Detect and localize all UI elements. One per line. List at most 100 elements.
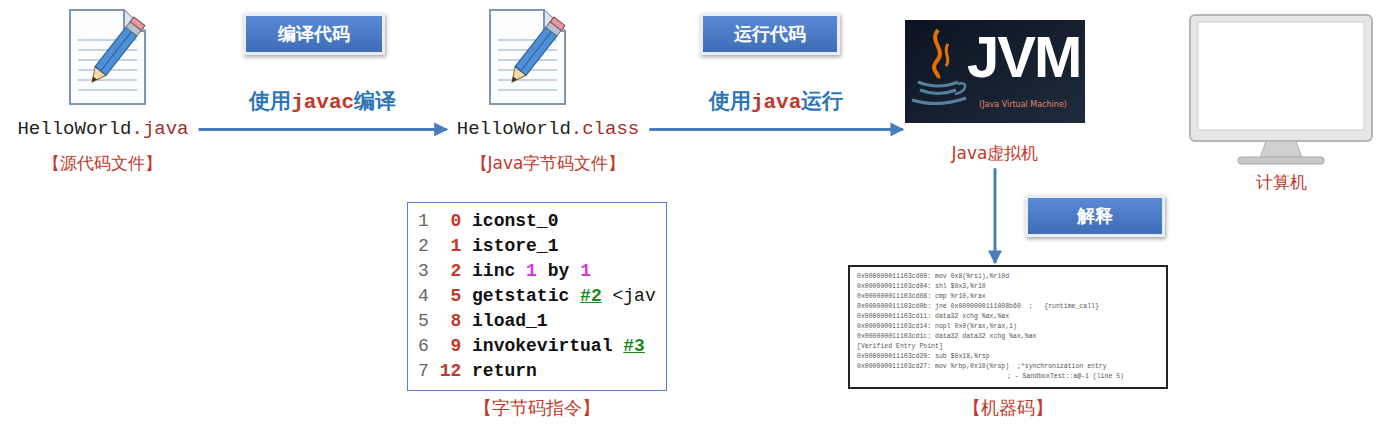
code-token: <jav [613,286,656,306]
caption-text: 计算机 [1256,172,1307,193]
step-badge: 运行代码 [700,13,840,55]
document-icon [70,10,145,104]
code-token [569,261,580,281]
code-token: 3 [418,261,429,281]
code-token: 2 [418,236,429,256]
code-token: 12 [440,361,462,381]
code-token: #2 [580,286,602,306]
machine-code-line: ; - SandboxTest::a@-1 (line 5) [857,372,1159,382]
code-token [429,336,451,356]
code-token: iinc [472,261,515,281]
machine-code-line: [Verified Entry Point] [857,342,1159,352]
code-token: by [548,261,570,281]
machine-code-line: 0x000000011103cd04: shl $0x3,%r10 [857,282,1159,292]
code-token: #3 [623,336,645,356]
document-icon [490,10,565,104]
code-token: 1 [526,261,537,281]
machine-code-line: 0x000000011103cd14: nopl 0x0(%rax,%rax,1… [857,322,1159,332]
file-name: HelloWorld.java [17,118,188,141]
caption-text: Java虚拟机 [905,143,1085,164]
bytecode-line: 1 0 iconst_0 [418,209,656,234]
bytecode-line: 4 5 getstatic #2 <jav [418,284,656,309]
code-token [429,211,451,231]
code-token [461,361,472,381]
jvm-subtitle: (Java Virtual Machine) [967,100,1079,109]
code-token [612,336,623,356]
bytecode-line: 7 12 return [418,359,656,384]
machine-code-line: 0x000000011103cd27: mov %rbp,0x10(%rsp) … [857,362,1159,372]
machine-code-line: 0x000000011103cd20: sub $0x18,%rsp [857,352,1159,362]
code-token: 2 [450,261,461,281]
code-token [429,361,440,381]
code-token: 6 [418,336,429,356]
file-name-part: .java [132,118,189,140]
caption-text: 【Java字节码文件】 [457,153,639,174]
code-token: 9 [450,336,461,356]
code-token [429,261,451,281]
code-token [461,311,472,331]
flow-arrow [199,128,447,131]
code-token: getstatic [472,286,569,306]
label-part: 使用 [249,89,291,113]
label-part: 编译 [354,89,396,113]
edge-label: 使用java运行 [705,89,847,115]
code-token [429,236,451,256]
machine-code-line: 0x000000011103cd0b: jne 0x0000000111008b… [857,302,1159,312]
code-token [461,261,472,281]
bytecode-line: 2 1 istore_1 [418,234,656,259]
jvm-title: JVM [967,28,1079,86]
code-token [461,236,472,256]
code-token: 5 [418,311,429,331]
code-token: 7 [418,361,429,381]
machine-code-line: 0x000000011103cd08: cmp %r10,%rax [857,292,1159,302]
bytecode-box: 1 0 iconst_02 1 istore_13 2 iinc 1 by 14… [407,202,667,420]
file-name: HelloWorld.class [457,118,639,141]
badge-text: 运行代码 [734,22,806,46]
label-part: 运行 [801,89,843,113]
label-part: java [751,91,801,114]
machine-code-line: 0x000000011103cd1c: data32 data32 xchg %… [857,332,1159,342]
machine-code-line: 0x000000011103cd11: data32 xchg %ax,%ax [857,312,1159,322]
code-token: iconst_0 [472,211,558,231]
code-token [429,286,451,306]
code-token: return [472,361,537,381]
badge-text: 编译代码 [278,22,350,46]
code-token [515,261,526,281]
code-token [461,211,472,231]
code-token: invokevirtual [472,336,612,356]
flow-arrow [994,168,997,263]
file-node: HelloWorld.java 【源代码文件】 [9,118,196,174]
file-node: HelloWorld.class 【Java字节码文件】 [449,118,647,174]
computer-node: 计算机 [1248,172,1315,193]
computer-monitor [1190,15,1372,164]
file-name-part: HelloWorld [17,118,131,140]
machine-code-box: 0x000000011103cd00: mov 0x8(%rsi),%r10d0… [848,265,1168,420]
file-name-part: .class [571,118,639,140]
code-token [602,286,613,306]
caption-text: 【源代码文件】 [17,153,188,174]
code-token: 0 [450,211,461,231]
jvm-node: JVM (Java Virtual Machine) Java虚拟机 [905,20,1085,164]
code-token: 1 [418,211,429,231]
code-token: 8 [450,311,461,331]
bytecode-line: 5 8 iload_1 [418,309,656,334]
edge-label: 使用javac编译 [245,89,400,115]
code-token [461,336,472,356]
code-token [461,286,472,306]
code-token: 5 [450,286,461,306]
code-token: iload_1 [472,311,548,331]
code-token: 4 [418,286,429,306]
jvm-logo [905,20,1085,123]
file-name-part: HelloWorld [457,118,571,140]
flow-arrow [649,128,903,131]
label-part: javac [291,91,354,114]
bytecode-line: 6 9 invokevirtual #3 [418,334,656,359]
code-token: 1 [580,261,591,281]
jvm-panel: JVM (Java Virtual Machine) [905,20,1085,123]
caption-text: 【机器码】 [848,397,1168,420]
caption-text: 【字节码指令】 [407,397,667,420]
code-token [537,261,548,281]
